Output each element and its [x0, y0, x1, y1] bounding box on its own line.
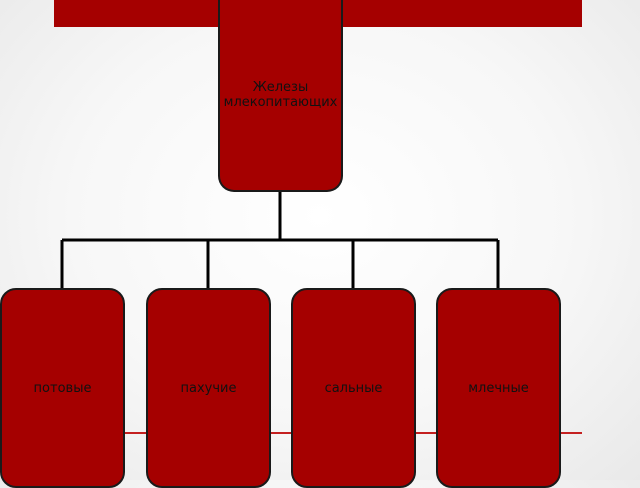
- child-node-milk-glands: млечные: [436, 288, 561, 488]
- child-node-label: млечные: [468, 380, 529, 396]
- root-node-mammal-glands: Железы млекопитающих: [218, 0, 343, 192]
- root-node-label: Железы млекопитающих: [223, 80, 338, 110]
- child-node-sweat-glands: потовые: [0, 288, 125, 488]
- child-node-sebaceous-glands: сальные: [291, 288, 416, 488]
- child-node-label: сальные: [324, 380, 383, 396]
- child-node-label: потовые: [33, 380, 92, 396]
- child-node-scent-glands: пахучие: [146, 288, 271, 488]
- child-node-label: пахучие: [180, 380, 237, 396]
